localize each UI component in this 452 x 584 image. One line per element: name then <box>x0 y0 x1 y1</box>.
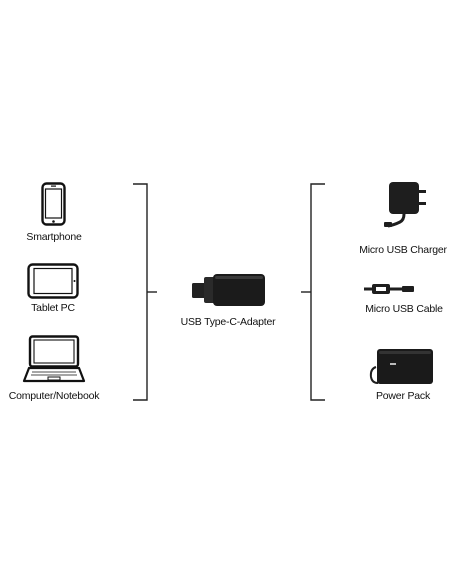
adapter-label: USB Type-C-Adapter <box>180 316 276 328</box>
micro-usb-cable-icon <box>362 281 416 297</box>
power-pack-label: Power Pack <box>375 390 431 402</box>
laptop-label: Computer/Notebook <box>8 390 100 402</box>
tablet-label: Tablet PC <box>31 302 75 314</box>
smartphone-icon <box>41 182 66 226</box>
tablet-icon <box>27 263 79 299</box>
usb-c-adapter-icon <box>191 273 267 307</box>
power-pack-icon <box>368 347 436 387</box>
charger-icon <box>382 180 432 228</box>
charger-label: Micro USB Charger <box>359 244 447 256</box>
smartphone-label: Smartphone <box>26 231 82 243</box>
cable-label: Micro USB Cable <box>365 303 443 315</box>
laptop-icon <box>22 335 86 385</box>
